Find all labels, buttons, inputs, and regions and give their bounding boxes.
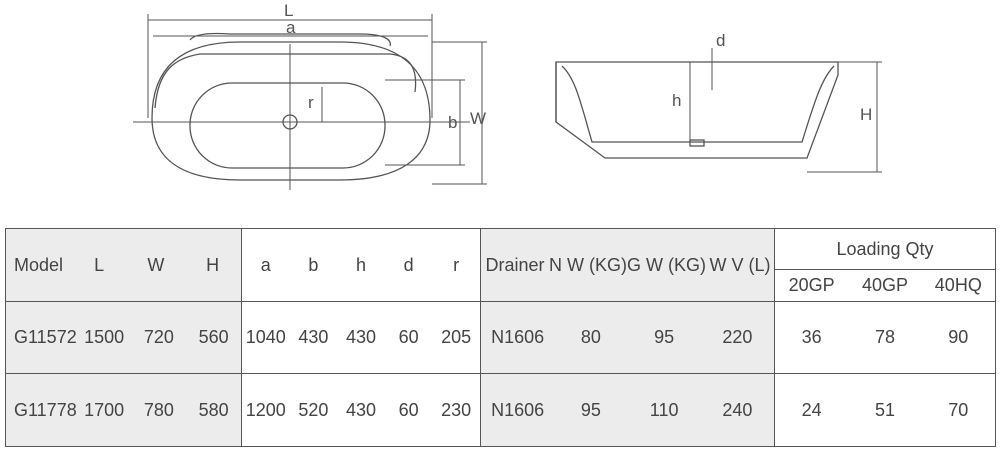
cell-nw: 80	[580, 327, 601, 347]
cell-L: 1500	[84, 327, 125, 347]
header-cell-loading: Loading Qty 20GP 40GP 40HQ	[774, 228, 996, 302]
cell-d: 60	[398, 399, 419, 420]
cell-wv: 240	[722, 399, 753, 420]
cell-model: G11778	[14, 399, 77, 420]
header-nw: N W (KG)	[549, 255, 627, 275]
label-W: W	[470, 109, 486, 128]
cell-40gp: 78	[874, 327, 895, 347]
header-r: r	[453, 254, 460, 275]
cell-r: 230	[441, 399, 472, 420]
cell-drainer: N1606	[491, 327, 545, 347]
header-model: Model	[14, 254, 64, 275]
cell-gw: 110	[649, 399, 679, 420]
cell-W: 720	[143, 327, 174, 347]
header-drainer: Drainer	[485, 254, 545, 275]
header-h: h	[355, 254, 366, 275]
cell-a: 1200	[245, 399, 286, 420]
table-header-row: Model L W H a b h d r Drainer N W (KG) G…	[5, 228, 996, 302]
label-b: b	[448, 113, 457, 132]
cell-40hq: 90	[948, 327, 969, 347]
tub-inner-basin	[189, 82, 386, 169]
tub-headrest-lip	[154, 53, 417, 109]
header-a: a	[260, 254, 271, 275]
header-W: W	[147, 254, 165, 275]
table-row: G11778 1700 780 580 1200 520 430 60 230 …	[5, 373, 996, 447]
cell-40gp: 51	[874, 399, 895, 420]
cell-model: G11572	[14, 327, 77, 347]
cell-drainer: N1606	[491, 399, 545, 420]
bathtub-drawing: L a r b W d h H	[133, 1, 882, 190]
cell-40hq: 70	[948, 399, 969, 420]
cell-wv: 220	[722, 327, 753, 347]
header-40gp: 40GP	[861, 275, 908, 295]
cell-20gp: 24	[801, 399, 822, 420]
tub-side-outline	[555, 61, 839, 159]
label-a: a	[286, 18, 296, 37]
header-L: L	[94, 254, 105, 275]
cell-d: 60	[398, 327, 419, 347]
header-H: H	[206, 254, 220, 275]
spec-table: Model L W H a b h d r Drainer N W (KG) G…	[5, 228, 996, 447]
cell-nw: 95	[580, 399, 601, 420]
cell-a: 1040	[245, 327, 286, 347]
cell-b: 520	[298, 399, 329, 420]
label-d: d	[716, 31, 725, 50]
cell-20gp: 36	[801, 327, 822, 347]
header-20gp: 20GP	[788, 275, 835, 295]
header-b: b	[308, 254, 319, 275]
header-loading: Loading Qty	[775, 229, 995, 270]
cell-gw: 95	[654, 327, 675, 347]
header-cell-dims: a b h d r	[241, 228, 481, 302]
label-L: L	[284, 1, 293, 20]
cell-h: 430	[345, 327, 376, 347]
tub-outer-outline	[151, 41, 431, 181]
header-40hq: 40HQ	[934, 275, 982, 295]
header-cell-weights: Drainer N W (KG) G W (KG) W V (L)	[480, 228, 775, 302]
cell-W: 780	[143, 399, 174, 420]
cell-H: 580	[198, 399, 229, 420]
header-d: d	[403, 254, 414, 275]
table-row: G11572 1500 720 560 1040 430 430 60 205 …	[5, 301, 996, 374]
cell-h: 430	[345, 399, 376, 420]
label-h: h	[672, 91, 681, 110]
cell-b: 430	[298, 327, 329, 347]
header-wv: W V (L)	[709, 255, 771, 275]
header-cell-main: Model L W H	[5, 228, 242, 302]
header-gw: G W (KG)	[627, 255, 706, 275]
cell-L: 1700	[84, 399, 125, 420]
label-H: H	[860, 105, 872, 124]
cell-H: 560	[198, 327, 229, 347]
cell-r: 205	[441, 327, 472, 347]
label-r: r	[308, 93, 314, 112]
